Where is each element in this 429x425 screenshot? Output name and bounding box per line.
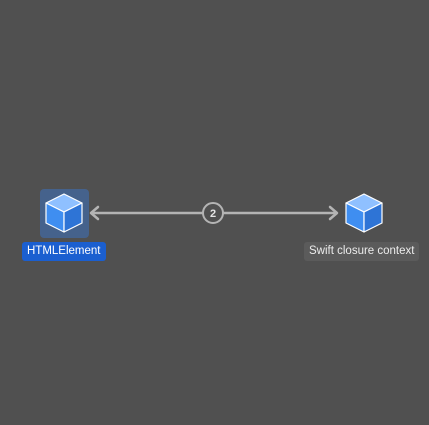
- node-label-htmlelement[interactable]: HTMLElement: [22, 242, 106, 261]
- cube-icon: [345, 193, 383, 233]
- arrowhead-right-icon: [328, 205, 339, 221]
- reference-edge[interactable]: 2: [89, 202, 339, 224]
- node-htmlelement[interactable]: [40, 189, 89, 238]
- cube-icon: [45, 193, 83, 233]
- edge-count-label: 2: [210, 208, 216, 220]
- arrowhead-left-icon: [89, 205, 100, 221]
- node-label-swift-closure-context[interactable]: Swift closure context: [304, 242, 420, 261]
- node-swift-closure-context[interactable]: [345, 193, 383, 233]
- edge-count-badge: [202, 202, 224, 224]
